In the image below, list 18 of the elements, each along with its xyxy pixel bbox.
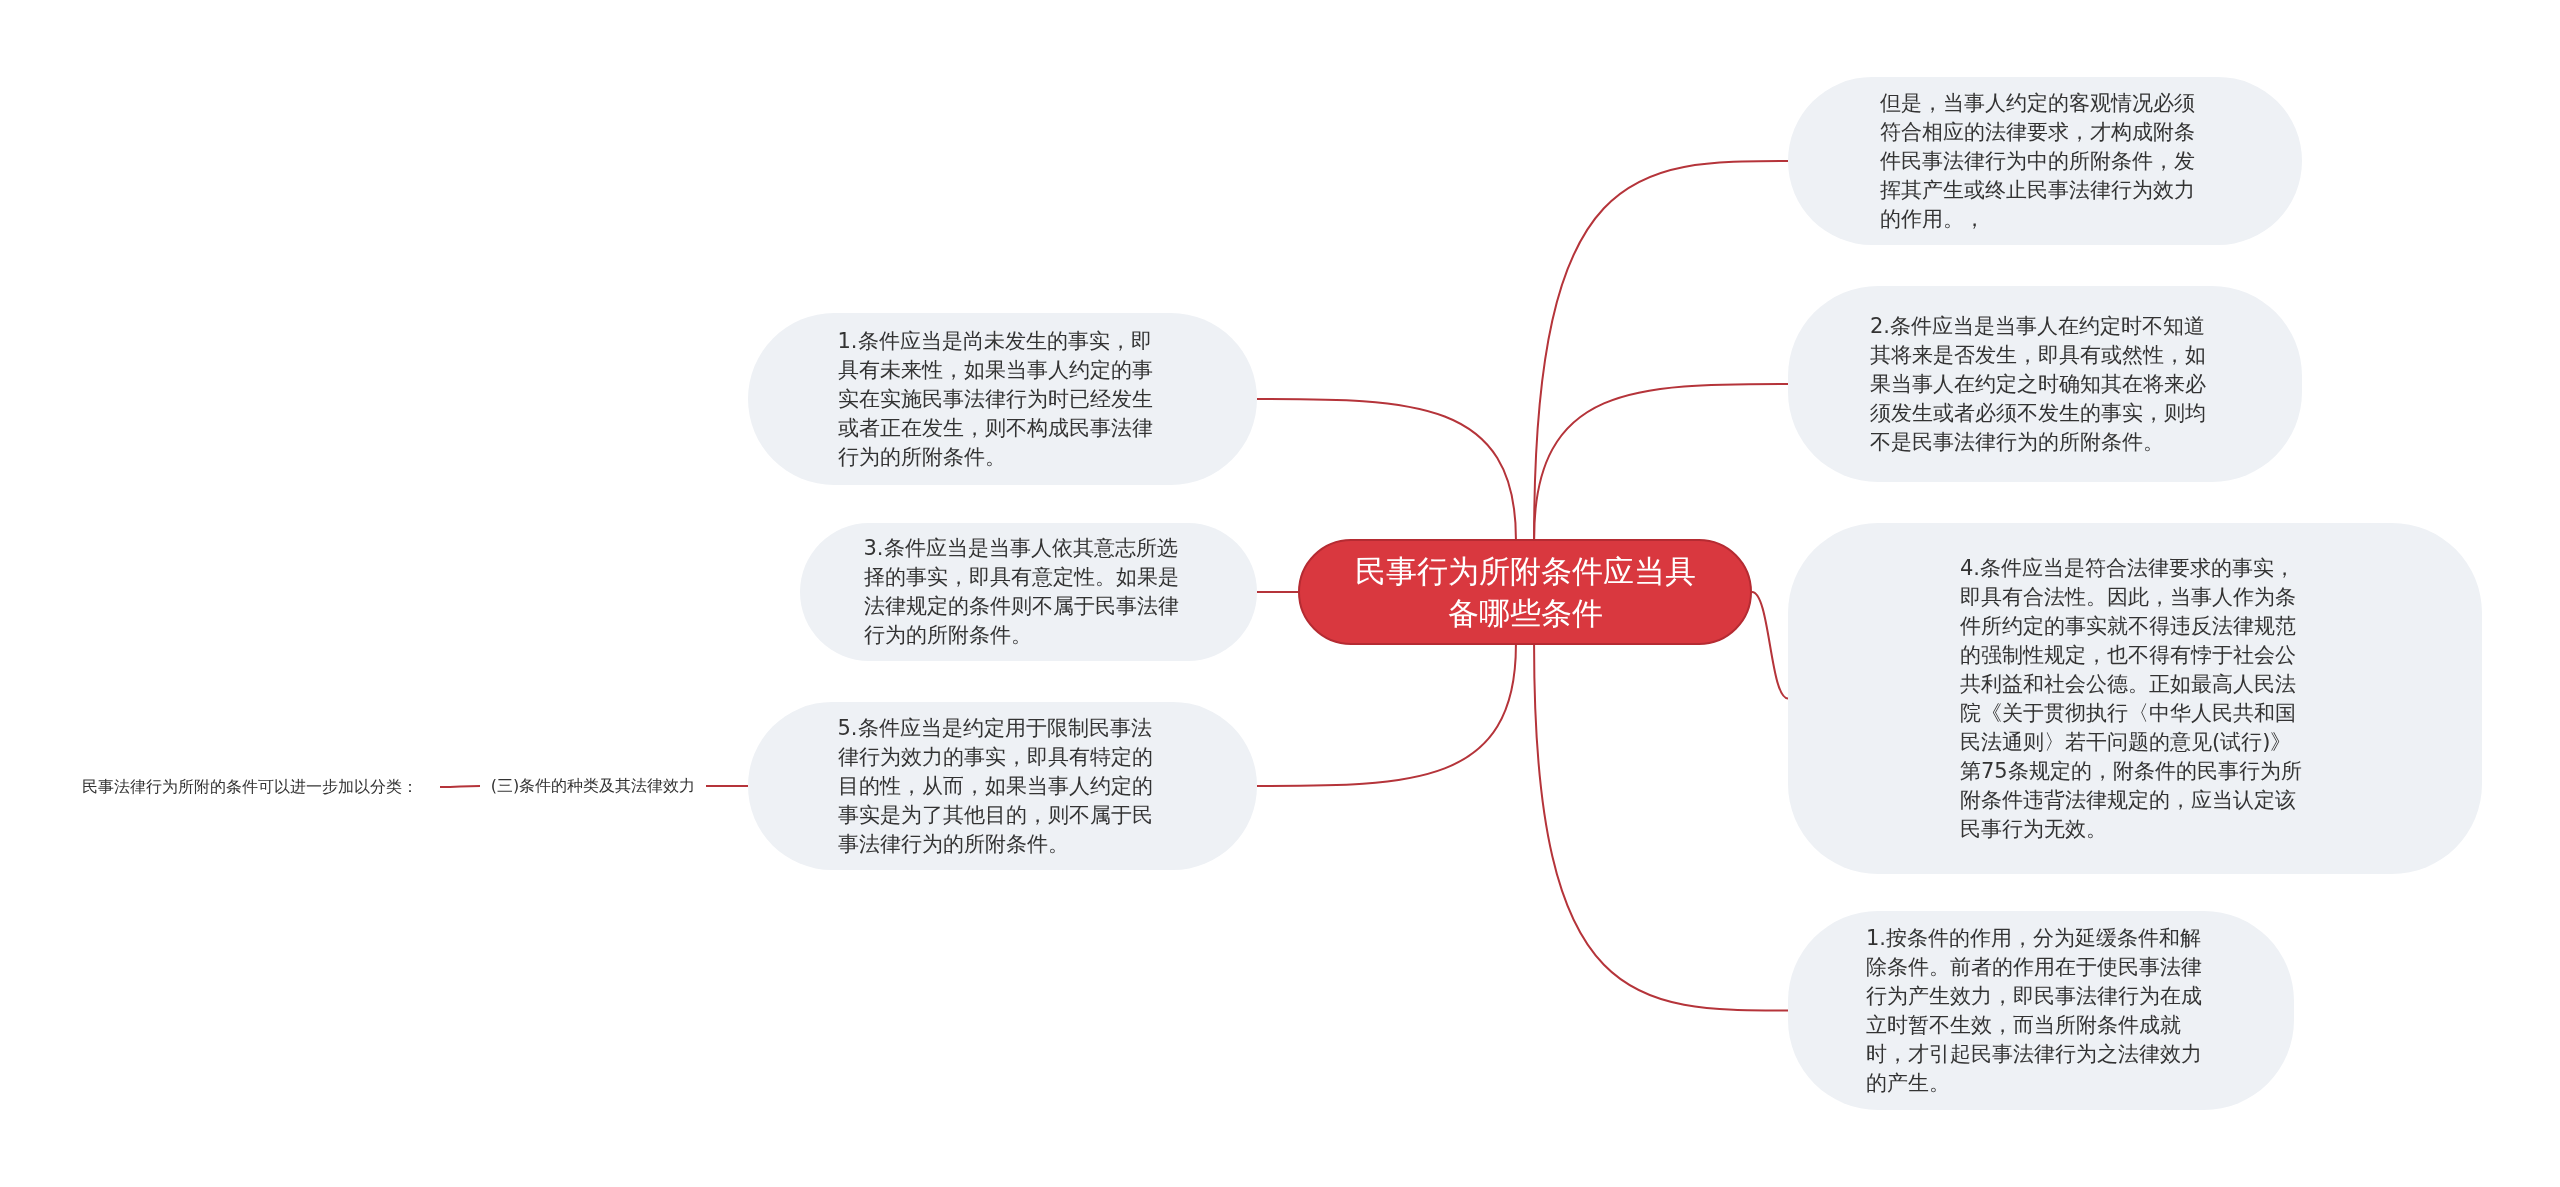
connector-line (1533, 383, 1789, 540)
connector-line (1256, 591, 1299, 593)
topic-box: 5.条件应当是约定用于限制民事法律行为效力的事实，即具有特定的目的性，从而，如果当事人约定的事实是为了其他目的，则不属于民事法律行为的所附条件。 (748, 702, 1257, 870)
connector-line (1256, 398, 1517, 540)
connector-line (1256, 644, 1517, 787)
topic-text: (三)条件的种类及其法律效力 (480, 774, 706, 798)
topic-text: 民事法律行为所附的条件可以进一步加以分类： (82, 764, 440, 810)
topic-box: 1.条件应当是尚未发生的事实，即具有未来性，如果当事人约定的事实在实施民事法律行为时已经发生或者正在发生，则不构成民事法律行为的所附条件。 (748, 313, 1257, 485)
topic-box: 4.条件应当是符合法律要求的事实，即具有合法性。因此，当事人作为条件所约定的事实就不得违反法律规范的强制性规定，也不得有悖于社会公共利益和社会公德。正如最高人民法院《关于贯彻执行〈中华人民共和国民法通则〉若干问题的意见(试行)》第75条规定的，附条件的民事行为所附条件违背法律规定的，应当认定该民事行为无效。 (1788, 523, 2482, 874)
connector-line (705, 785, 749, 787)
connector-line (439, 785, 481, 788)
connector-line (1533, 644, 1789, 1012)
topic-box: 2.条件应当是当事人在约定时不知道其将来是否发生，即具有或然性，如果当事人在约定之时确知其在将来必须发生或者必须不发生的事实，则均不是民事法律行为的所附条件。 (1788, 286, 2302, 482)
topic-box: 但是，当事人约定的客观情况必须符合相应的法律要求，才构成附条件民事法律行为中的所附条件，发挥其产生或终止民事法律行为效力的作用。， (1788, 77, 2302, 245)
topic-box: 1.按条件的作用，分为延缓条件和解除条件。前者的作用在于使民事法律行为产生效力，即民事法律行为在成立时暂不生效，而当所附条件成就时，才引起民事法律行为之法律效力的产生。 (1788, 911, 2294, 1110)
topic-box: 3.条件应当是当事人依其意志所选择的事实，即具有意定性。如果是法律规定的条件则不属于民事法律行为的所附条件。 (800, 523, 1257, 661)
central-topic-box: 民事行为所附条件应当具备哪些条件 (1298, 539, 1752, 645)
connector-line (1751, 591, 1789, 700)
